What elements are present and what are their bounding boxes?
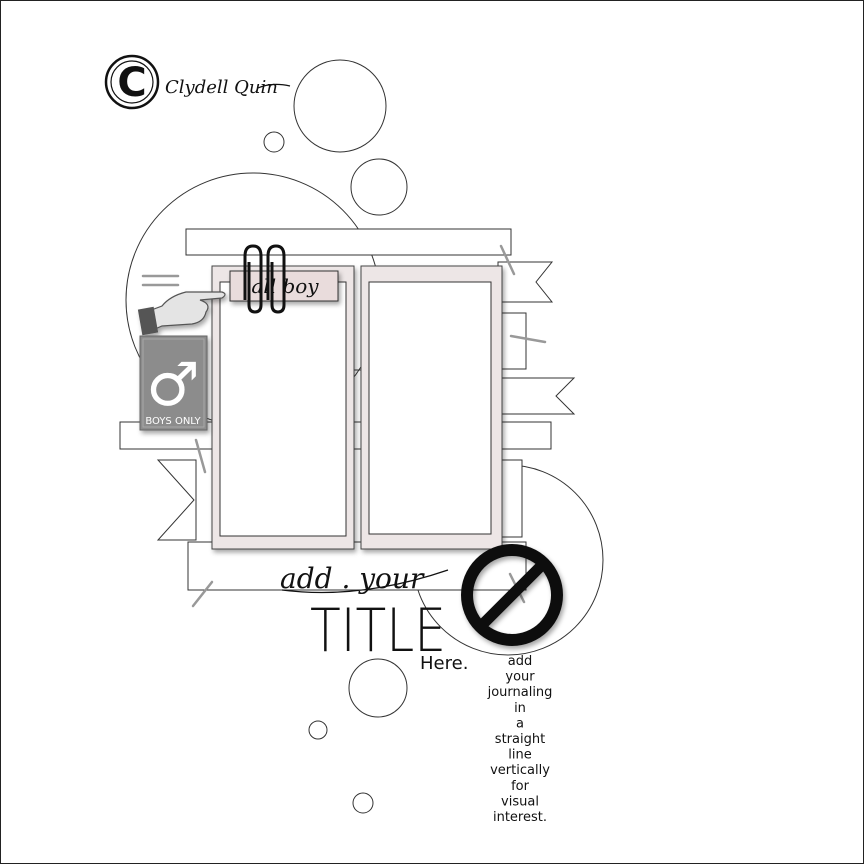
strip-right-2 <box>499 459 523 538</box>
photo-slot-right[interactable] <box>368 281 492 535</box>
badge-text: BOYS ONLY <box>145 416 201 427</box>
circle-bottom-small <box>308 720 328 740</box>
journaling-line: journaling <box>487 685 553 700</box>
circle-bottom-tiny <box>352 792 374 814</box>
circle-top-large <box>293 59 387 153</box>
banner-left <box>156 459 197 541</box>
circle-top-medium <box>350 158 408 216</box>
title-line-2[interactable]: TITLE <box>310 596 446 666</box>
strip-top <box>185 228 512 256</box>
photo-frame-right[interactable] <box>360 265 503 550</box>
svg-text:C: C <box>117 60 146 106</box>
title-line-1[interactable]: add . your <box>280 562 425 595</box>
journaling-line: add <box>508 654 532 669</box>
boys-only-badge <box>139 335 208 431</box>
circle-top-small <box>263 131 285 153</box>
journaling-line: visual <box>501 794 539 809</box>
journaling-line: your <box>505 670 535 685</box>
journaling-line: vertically <box>490 763 550 778</box>
pointing-hand-icon <box>137 291 226 336</box>
journaling-line: for <box>511 779 530 794</box>
journaling-line: a <box>516 716 524 731</box>
photo-slot-left[interactable] <box>219 281 347 537</box>
signature-text: Clydell Quin <box>165 77 278 98</box>
circle-bottom-medium <box>348 658 408 718</box>
photo-frame-left[interactable] <box>211 265 355 550</box>
paperclip-icon <box>243 244 286 314</box>
prohibited-sign-icon <box>461 544 563 646</box>
journaling-line: line <box>508 748 531 763</box>
male-symbol-icon: ♂ <box>146 350 200 420</box>
copyright-logo: C <box>104 54 160 110</box>
journaling-line: straight <box>495 732 545 747</box>
journaling-line: interest. <box>493 810 547 825</box>
title-underline <box>281 569 449 594</box>
signature-flourish <box>257 83 291 89</box>
journaling-line: in <box>514 701 526 716</box>
title-line-3[interactable]: Here. <box>420 653 468 674</box>
strip-right-1 <box>499 312 527 370</box>
journaling-block[interactable]: addyourjournalinginastraightlinevertical… <box>487 654 553 825</box>
staple-icons <box>141 244 547 608</box>
